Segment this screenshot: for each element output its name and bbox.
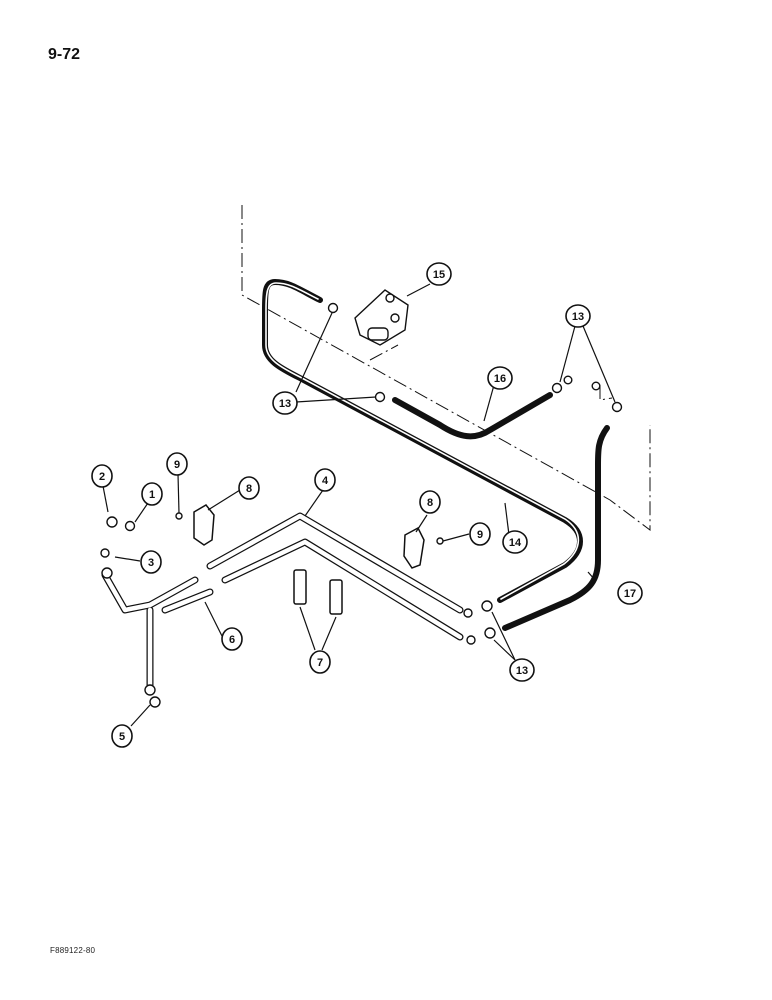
valve-assembly-15 <box>354 289 409 346</box>
svg-text:2: 2 <box>99 471 105 483</box>
svg-text:15: 15 <box>433 269 445 281</box>
leader-lines <box>102 283 616 727</box>
bracket-8-right <box>403 526 425 569</box>
svg-text:8: 8 <box>427 497 433 509</box>
callout-9-left: 9 <box>166 452 188 476</box>
svg-text:8: 8 <box>246 483 252 495</box>
svg-text:17: 17 <box>624 588 636 600</box>
reference-lines <box>241 205 651 531</box>
callout-17: 17 <box>617 581 643 605</box>
bracket-8-left <box>193 504 215 546</box>
steel-tubes-inner <box>102 513 463 688</box>
callout-13-bottom: 13 <box>509 658 535 682</box>
page-number: 9-72 <box>48 46 81 63</box>
fittings <box>100 302 623 708</box>
hose-14-core <box>265 282 580 600</box>
hose-17 <box>502 425 610 631</box>
callout-14: 14 <box>502 530 528 554</box>
callout-6: 6 <box>221 627 243 651</box>
svg-text:5: 5 <box>119 731 125 743</box>
callout-9-right: 9 <box>469 522 491 546</box>
svg-text:7: 7 <box>317 657 323 669</box>
svg-text:1: 1 <box>149 489 155 501</box>
svg-text:14: 14 <box>509 537 522 549</box>
callout-8-right: 8 <box>419 490 441 514</box>
callout-2: 2 <box>91 464 113 488</box>
callout-5: 5 <box>111 724 133 748</box>
callout-3: 3 <box>140 550 162 574</box>
svg-text:13: 13 <box>572 311 584 323</box>
svg-text:6: 6 <box>229 634 235 646</box>
svg-text:4: 4 <box>322 475 329 487</box>
clamps-7 <box>293 569 343 615</box>
callout-16: 16 <box>487 366 513 390</box>
svg-text:13: 13 <box>279 398 291 410</box>
callout-8-left: 8 <box>238 476 260 500</box>
svg-text:3: 3 <box>148 557 154 569</box>
callout-15: 15 <box>426 262 452 286</box>
callout-4: 4 <box>314 468 336 492</box>
callout-1: 1 <box>141 482 163 506</box>
callout-13-top-right: 13 <box>565 304 591 328</box>
svg-text:9: 9 <box>477 529 483 541</box>
svg-text:13: 13 <box>516 665 528 677</box>
figure-code: F889122-80 <box>50 946 96 955</box>
svg-text:9: 9 <box>174 459 180 471</box>
callout-7: 7 <box>309 650 331 674</box>
svg-text:16: 16 <box>494 373 506 385</box>
hose-16 <box>392 392 553 440</box>
callout-13-top-left: 13 <box>272 391 298 415</box>
